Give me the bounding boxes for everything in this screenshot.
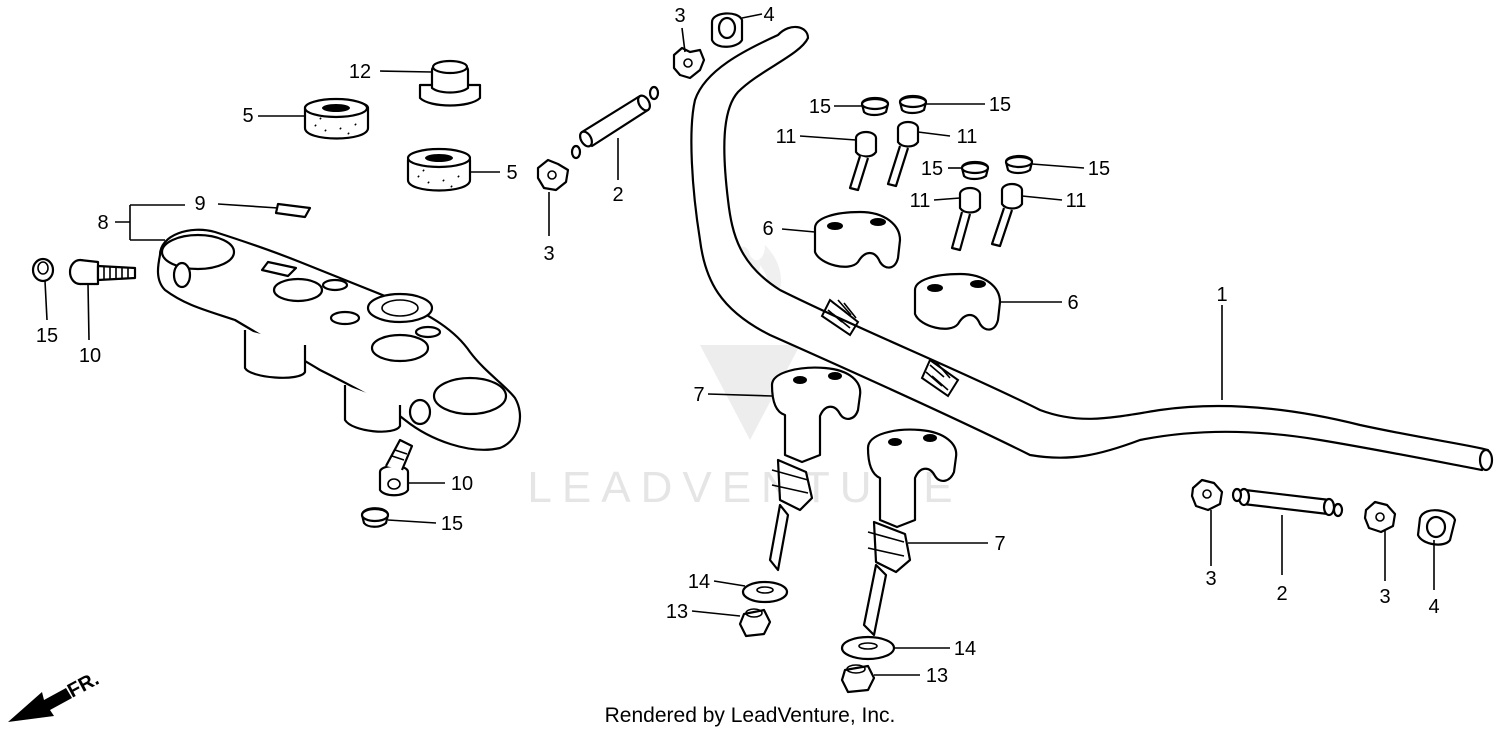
callout-4-lower: 4 (1428, 596, 1439, 618)
top-bridge (156, 228, 522, 451)
bridge-stem-hole-inner (381, 299, 419, 317)
upper-holder-lower (913, 272, 1002, 331)
callout-7-left: 7 (693, 384, 704, 406)
callout-1: 1 (1216, 284, 1227, 306)
weight-pin-right (1231, 487, 1344, 518)
callout-14-left: 14 (688, 571, 710, 593)
callout-3-mid: 3 (543, 243, 554, 265)
star-nut-mid-left (536, 158, 570, 192)
bridge-left-clamp-hole (160, 233, 236, 271)
callout-11-c: 11 (910, 190, 931, 212)
bridge-handle-hole-2 (272, 277, 324, 303)
bolt-11-d (990, 182, 1024, 248)
callout-10-left: 10 (79, 345, 101, 367)
callout-15-b: 15 (989, 94, 1011, 116)
bridge-boss-left (243, 330, 307, 379)
callout-13-right: 13 (926, 665, 948, 687)
cap-15-b (898, 94, 928, 115)
leader-lines (44, 13, 1435, 676)
handlebar-end (1478, 448, 1494, 472)
handlebar-tube (690, 25, 1490, 472)
bridge-small-hole-2 (321, 278, 349, 292)
stem-cap-nut (418, 59, 482, 107)
callout-11-a: 11 (776, 126, 797, 148)
callout-9: 9 (194, 193, 205, 215)
grommet-lower (406, 147, 472, 192)
callout-15-a: 15 (809, 96, 831, 118)
callout-2-lower: 2 (1276, 583, 1287, 605)
nut-13-right (840, 664, 876, 694)
callout-11-b: 11 (957, 126, 978, 148)
bolt-11-b (886, 120, 920, 188)
callout-7-right: 7 (994, 533, 1005, 555)
clip-upper (710, 12, 744, 48)
cap-15-a (860, 96, 890, 117)
credit-line: Rendered by LeadVenture, Inc. (604, 704, 896, 727)
callout-2-upper: 2 (612, 184, 623, 206)
callout-11-d: 11 (1066, 190, 1087, 212)
callout-4-top: 4 (763, 4, 774, 26)
lower-holder-left (768, 366, 862, 572)
bridge-stem-hole (366, 292, 434, 324)
callout-14-right: 14 (954, 638, 976, 660)
star-nut-upper-left (672, 46, 706, 80)
nut-13-left (738, 608, 772, 638)
bridge-small-hole-3 (414, 325, 442, 339)
callout-13-left: 13 (666, 601, 688, 623)
washer-14-left (741, 580, 789, 604)
callout-15-d: 15 (1088, 158, 1110, 180)
callout-6-lower: 6 (1067, 292, 1078, 314)
emblem-plate (274, 202, 312, 219)
callout-5-lower: 5 (506, 162, 517, 184)
bridge-right-bolt-hole (408, 398, 432, 426)
callout-3-right-2: 3 (1379, 586, 1390, 608)
cap-15-e (31, 257, 55, 283)
callout-3-top: 3 (674, 5, 685, 27)
callout-10-bottom: 10 (451, 473, 473, 495)
bolt-11-a (848, 130, 878, 192)
upper-holder-upper (813, 210, 902, 269)
cap-15-c (960, 160, 990, 181)
bolt-10-left (68, 258, 137, 286)
bridge-right-clamp-hole (432, 376, 508, 416)
weight-pin-left (570, 85, 660, 160)
callout-8: 8 (97, 212, 108, 234)
handlebar (690, 25, 1494, 472)
callout-12: 12 (349, 61, 371, 83)
star-nut-right-1 (1190, 478, 1224, 512)
knurl-band-1 (820, 298, 860, 337)
callout-3-right-1: 3 (1205, 568, 1216, 590)
bridge-label-recess (260, 260, 298, 278)
top-bridge-body (156, 228, 522, 451)
grommet-upper (303, 97, 370, 140)
bolt-11-c (950, 186, 982, 252)
callout-6-upper: 6 (762, 218, 773, 240)
bridge-left-bolt-hole (172, 261, 192, 289)
bolt-10-bottom (378, 438, 414, 497)
clip-lower (1416, 509, 1457, 546)
washer-14-right (840, 635, 896, 661)
knurl-band-2 (920, 358, 960, 398)
callout-15-e: 15 (36, 325, 58, 347)
cap-15-f (360, 507, 390, 528)
callout-labels: 1 2 2 3 3 3 3 4 4 5 5 6 6 7 7 8 9 10 10 … (36, 4, 1440, 687)
lower-holder-right (862, 428, 958, 637)
star-nut-right-2 (1363, 500, 1397, 534)
callout-15-f: 15 (441, 513, 463, 535)
bridge-boss-right (343, 385, 402, 433)
bridge-handle-hole-1 (370, 333, 430, 363)
cap-15-d (1004, 154, 1034, 175)
bridge-small-hole-1 (329, 310, 361, 326)
callout-5-upper: 5 (242, 105, 253, 127)
callout-15-c: 15 (921, 158, 943, 180)
